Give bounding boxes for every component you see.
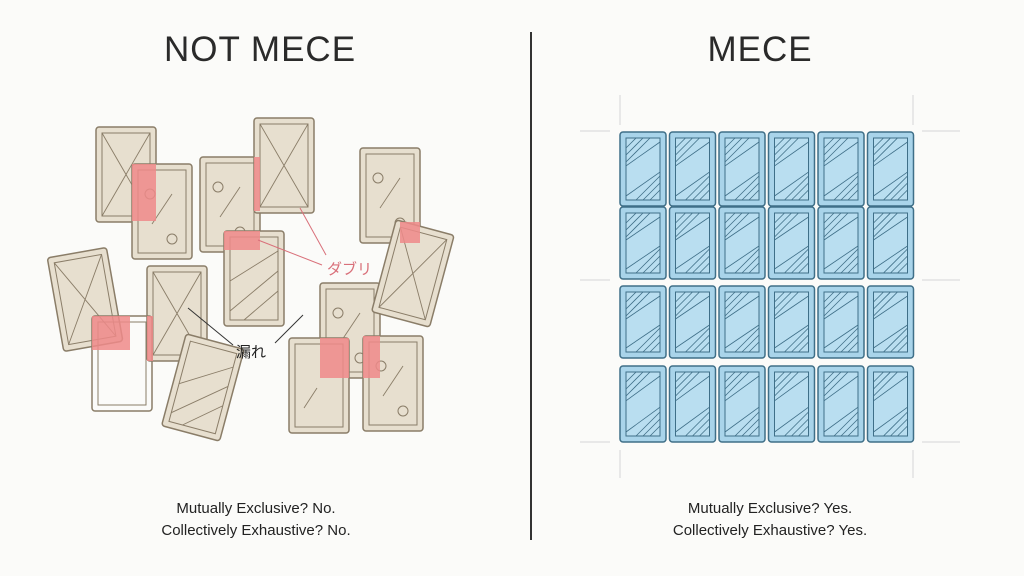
- gap-leader-line: [274, 314, 304, 344]
- overlap-highlight: [400, 222, 420, 243]
- center-divider: [530, 32, 532, 540]
- mece-card: [718, 285, 766, 359]
- overlap-highlight: [132, 164, 156, 221]
- overlap-highlight: [320, 338, 349, 378]
- scattered-card: [253, 117, 315, 214]
- mece-caption: Mutually Exclusive? Yes. Collectively Ex…: [620, 498, 920, 542]
- mece-card: [619, 285, 667, 359]
- mece-caption-line1: Mutually Exclusive? Yes.: [687, 500, 853, 517]
- overlap-leader-line: [257, 239, 323, 266]
- mece-card: [718, 206, 766, 280]
- mece-card: [767, 365, 816, 443]
- mece-card: [866, 206, 915, 280]
- mece-card: [718, 131, 766, 207]
- mece-card: [767, 131, 816, 207]
- mece-card: [866, 285, 915, 359]
- mece-card: [718, 365, 766, 443]
- mece-card: [668, 365, 717, 443]
- not-mece-caption: Mutually Exclusive? No. Collectively Exh…: [106, 498, 406, 542]
- scattered-card: [161, 333, 245, 442]
- mece-card: [767, 206, 816, 280]
- mece-caption-line2: Collectively Exhaustive? Yes.: [672, 522, 868, 539]
- mece-card: [619, 206, 667, 280]
- mece-card: [866, 365, 915, 443]
- not-mece-caption-line1: Mutually Exclusive? No.: [176, 500, 336, 517]
- mece-card: [668, 131, 717, 207]
- overlap-highlight: [363, 336, 380, 378]
- mece-card: [668, 285, 717, 359]
- mece-card: [619, 131, 667, 207]
- overlap-highlight: [147, 316, 153, 361]
- gap-leader-line: [187, 307, 234, 346]
- mece-card: [817, 365, 865, 443]
- mece-card: [767, 285, 816, 359]
- mece-card: [619, 365, 667, 443]
- overlap-label: ダブリ: [327, 260, 372, 278]
- mece-card: [817, 131, 865, 207]
- not-mece-title: NOT MECE: [163, 30, 357, 69]
- mece-card: [866, 131, 915, 207]
- overlap-leader-line: [299, 207, 327, 256]
- overlap-highlight: [254, 157, 260, 211]
- overlap-highlight: [92, 316, 130, 350]
- mece-card: [817, 285, 865, 359]
- mece-card: [668, 206, 717, 280]
- scattered-card: [359, 147, 421, 244]
- mece-title: MECE: [707, 30, 813, 69]
- scattered-card: [371, 219, 455, 328]
- mece-card: [817, 206, 865, 280]
- overlap-highlight: [224, 231, 260, 250]
- not-mece-caption-line2: Collectively Exhaustive? No.: [161, 522, 351, 539]
- gap-label: 漏れ: [236, 343, 266, 361]
